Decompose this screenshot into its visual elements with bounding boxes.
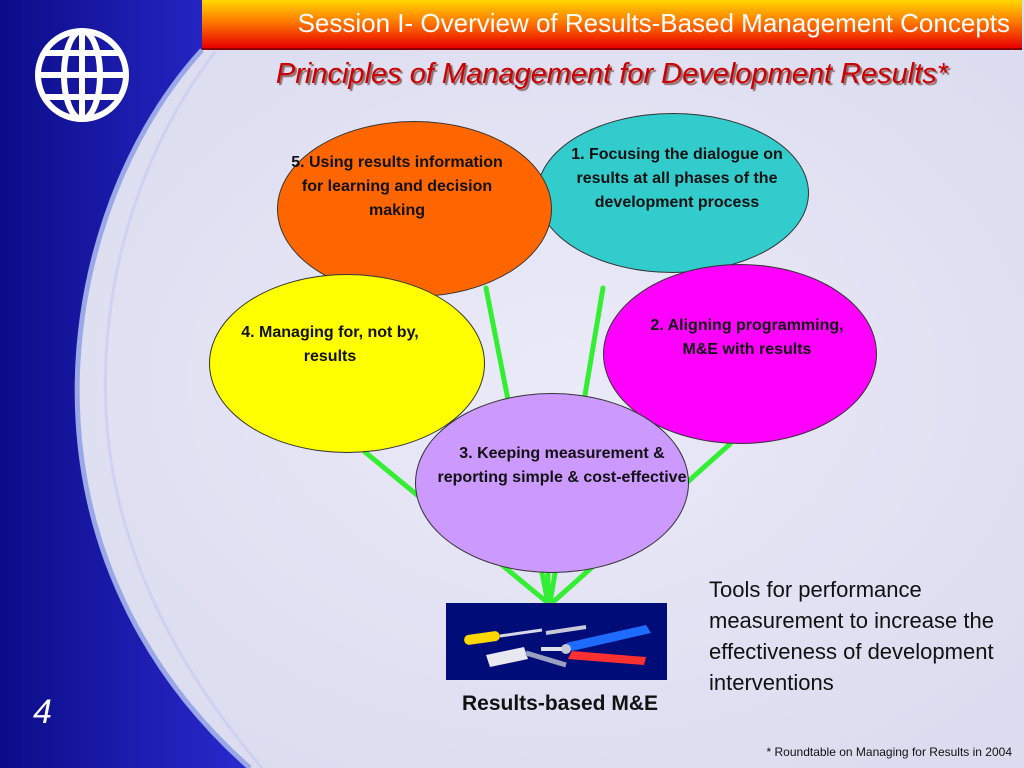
principle-ellipse-2 xyxy=(603,264,877,444)
principle-label-1: 1. Focusing the dialogue on results at a… xyxy=(571,146,783,211)
principle-ellipse-4 xyxy=(209,274,485,453)
session-title: Session I- Overview of Results-Based Man… xyxy=(297,8,1010,38)
principle-label-2: 2. Aligning programming, M&E with result… xyxy=(650,317,844,358)
principle-ellipse-1 xyxy=(537,113,809,273)
globe-logo-icon xyxy=(35,28,129,122)
principle-ellipse-5 xyxy=(277,121,552,297)
principle-ellipse-3 xyxy=(415,393,689,573)
tools-description: Tools for performance measurement to inc… xyxy=(709,577,994,695)
principle-label-3: 3. Keeping measurement & reporting simpl… xyxy=(437,445,687,486)
slide-number: 4 xyxy=(33,693,52,731)
tools-icon xyxy=(464,625,651,668)
session-header-bar: Session I- Overview of Results-Based Man… xyxy=(202,0,1022,50)
tools-image xyxy=(446,603,667,680)
footnote: * Roundtable on Managing for Results in … xyxy=(766,745,1013,759)
principle-label-4: 4. Managing for, not by, results xyxy=(241,324,419,365)
principle-label-5: 5. Using results information for learnin… xyxy=(291,154,503,219)
slide-title: Principles of Management for Development… xyxy=(275,58,949,90)
tools-caption: Results-based M&E xyxy=(461,692,659,715)
